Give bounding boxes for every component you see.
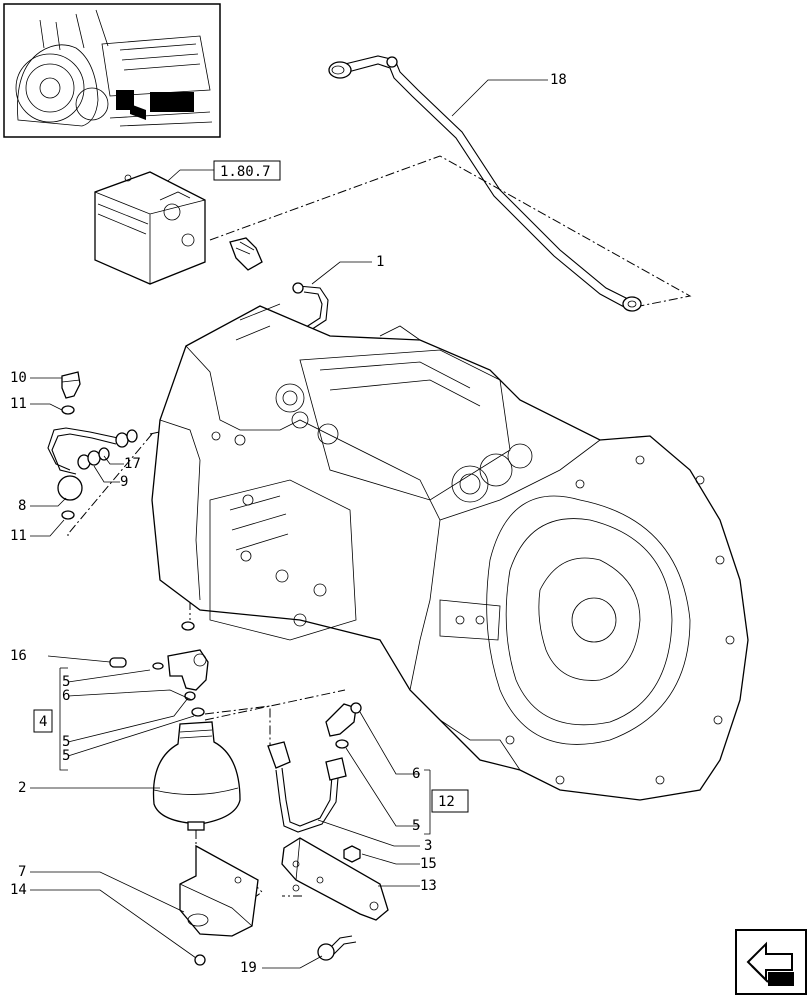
callout-5-d: 5 <box>412 818 420 834</box>
seal-5 <box>152 662 164 670</box>
pipe-8 <box>47 427 138 501</box>
callout-7: 7 <box>18 864 26 880</box>
bracket-13 <box>281 837 389 921</box>
callout-2: 2 <box>18 780 26 796</box>
seal-11-lower <box>61 510 75 520</box>
callout-12: 12 <box>438 794 455 810</box>
transmission-housing <box>151 303 749 801</box>
group-bracket-4 <box>59 667 68 771</box>
callout-6-b: 6 <box>412 766 420 782</box>
valve-block <box>94 171 206 285</box>
bracket-7 <box>179 844 259 937</box>
seal-16 <box>109 657 127 668</box>
callout-3: 3 <box>424 838 432 854</box>
callout-18: 18 <box>550 72 567 88</box>
group-bracket-12 <box>424 769 431 835</box>
callout-5-a: 5 <box>62 674 70 690</box>
callout-11-lower: 11 <box>10 528 27 544</box>
group-label-4-box[interactable] <box>33 709 53 733</box>
accumulator-2 <box>152 721 241 831</box>
reference-1-80-7-label: 1.80.7 <box>220 164 271 180</box>
adapter-fitting <box>229 237 263 271</box>
navigation-arrow-icon[interactable] <box>735 929 807 995</box>
fitting-9 <box>77 447 110 470</box>
seal-6-top <box>181 621 195 631</box>
seal-11-upper <box>61 405 75 415</box>
callout-4: 4 <box>39 714 47 730</box>
callout-14: 14 <box>10 882 27 898</box>
callout-11-upper: 11 <box>10 396 27 412</box>
group-label-12-box[interactable] <box>431 789 469 813</box>
nut-15 <box>343 845 361 863</box>
screw-14 <box>194 954 206 966</box>
callout-5-c: 5 <box>62 748 70 764</box>
callout-1: 1 <box>376 254 384 270</box>
callout-15: 15 <box>420 856 437 872</box>
screw-19 <box>317 935 357 961</box>
seal-5-right <box>335 739 349 749</box>
callout-13: 13 <box>420 878 437 894</box>
elbow-fitting-12 <box>325 703 357 737</box>
callout-8: 8 <box>18 498 26 514</box>
plug-10 <box>61 371 81 399</box>
callout-10: 10 <box>10 370 27 386</box>
callout-6-a: 6 <box>62 688 70 704</box>
callout-16: 16 <box>10 648 27 664</box>
seal-6-right <box>350 702 362 714</box>
callout-17: 17 <box>124 456 141 472</box>
pipe-18 <box>328 55 642 312</box>
tractor-thumbnail-icon[interactable] <box>3 3 221 138</box>
hose-3 <box>267 741 347 833</box>
elbow-fitting <box>167 649 209 691</box>
callout-19: 19 <box>240 960 257 976</box>
callout-9: 9 <box>120 474 128 490</box>
callout-5-b: 5 <box>62 734 70 750</box>
reference-1-80-7[interactable]: 1.80.7 <box>213 160 281 181</box>
seal-5c <box>191 707 205 717</box>
